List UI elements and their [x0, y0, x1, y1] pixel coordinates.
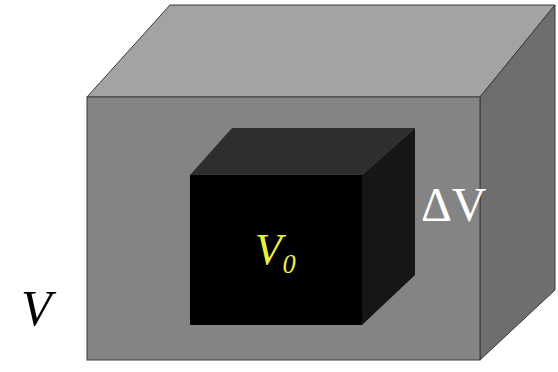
outer-side-face — [480, 5, 555, 360]
outer-box: VΔVV₀ — [87, 97, 480, 360]
outer-top-face — [87, 5, 555, 97]
inner-volume-label: V₀ — [255, 228, 297, 272]
inner-front-face — [190, 175, 362, 325]
delta-volume-label: ΔV — [421, 181, 487, 229]
inner-side-face — [362, 128, 415, 325]
inner-box: V₀ — [190, 175, 362, 325]
volume-label: V — [21, 283, 52, 333]
